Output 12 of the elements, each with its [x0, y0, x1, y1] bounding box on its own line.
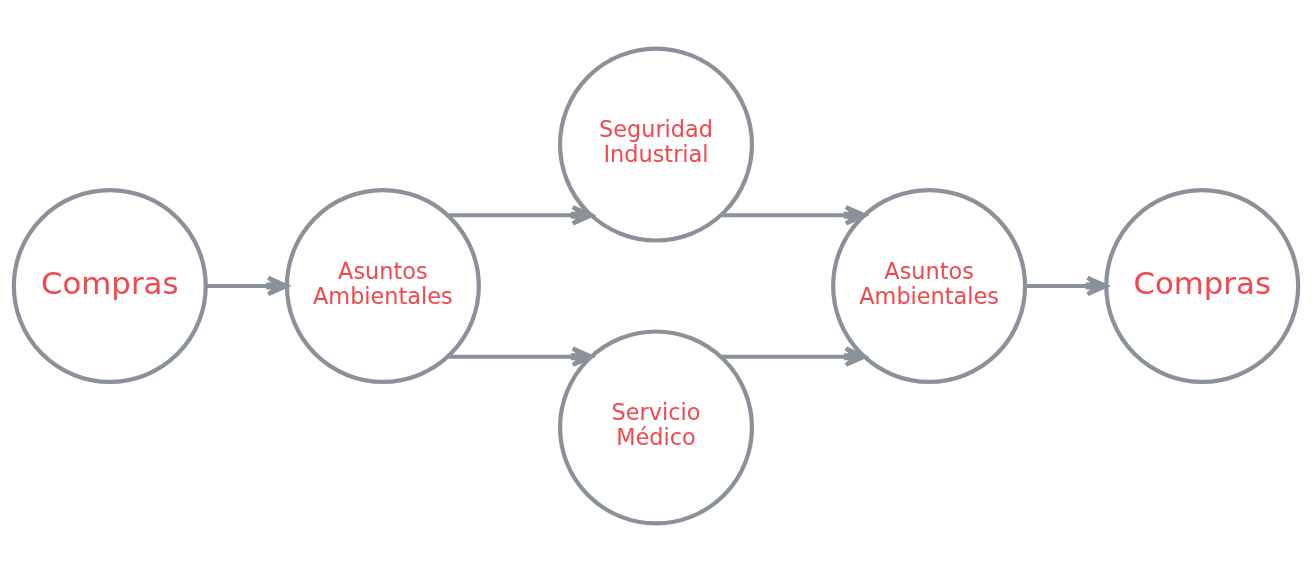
- arrow: [206, 275, 289, 297]
- node-circle: Seguridad Industrial: [557, 46, 755, 243]
- arrow: [1025, 275, 1108, 297]
- arrow: [448, 346, 594, 368]
- node-circle: Compras: [1104, 187, 1301, 385]
- arrow: [721, 346, 867, 368]
- arrow: [721, 205, 867, 226]
- node-circle: Servicio Médico: [557, 329, 755, 526]
- node-circle: Compras: [11, 187, 208, 385]
- node-circle: Asuntos Ambientales: [284, 187, 481, 385]
- node-circle: Asuntos Ambientales: [831, 187, 1028, 385]
- arrow: [448, 205, 594, 226]
